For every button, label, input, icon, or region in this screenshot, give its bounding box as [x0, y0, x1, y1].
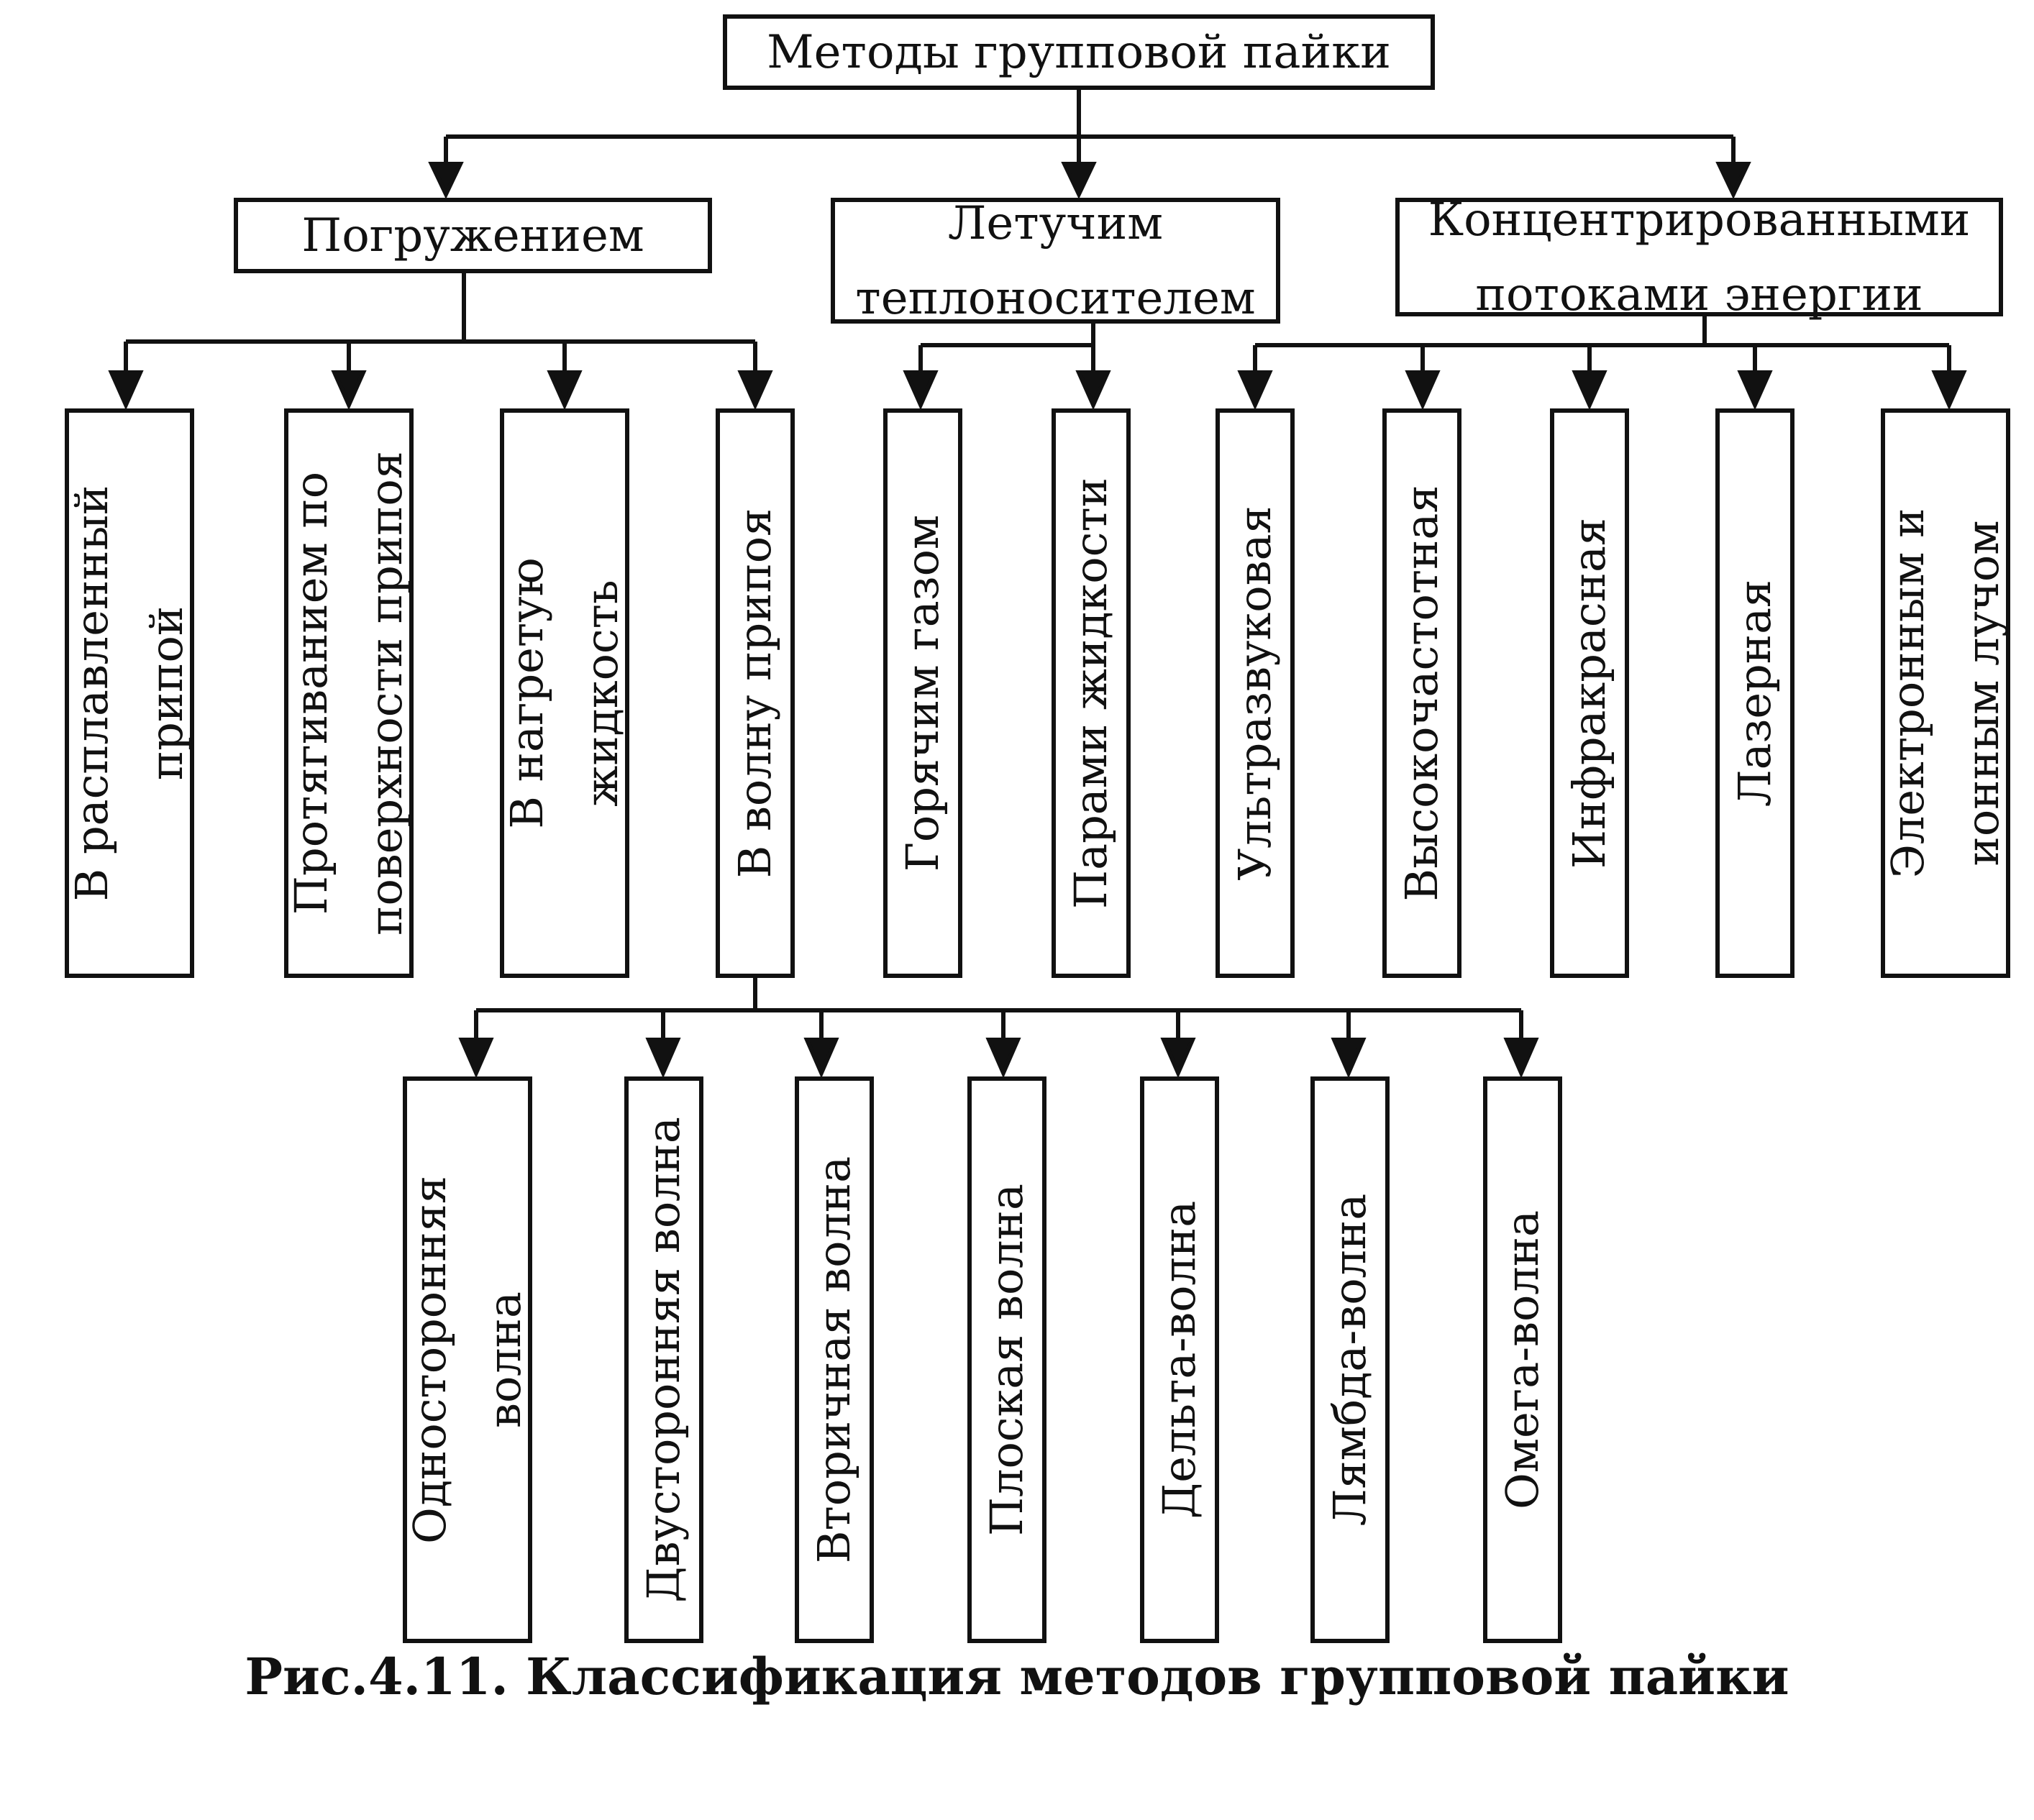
method-solder-wave: В волну припоя [716, 408, 795, 978]
wave-delta: Дельта-волна [1140, 1076, 1219, 1643]
method-drag-over-solder: Протягиванием по поверхности припоя [284, 408, 414, 978]
wave-two-sided: Двусторонняя волна [624, 1076, 703, 1643]
wave-omega: Омега-волна [1483, 1076, 1562, 1643]
root-label: Методы групповой пайки [767, 25, 1391, 79]
wave-lambda: Лямбда-волна [1310, 1076, 1390, 1643]
method-hot-gas: Горячим газом [883, 408, 962, 978]
method-molten-solder-label: В расплавленный припой [65, 485, 193, 902]
figure-caption: Рис.4.11. Классификация методов группово… [245, 1647, 1789, 1706]
method-ultrasonic: Ультразвуковая [1216, 408, 1295, 978]
root-node: Методы групповой пайки [723, 14, 1435, 90]
category-volatile-carrier: Летучим теплоносителем [831, 197, 1280, 325]
category-volatile-carrier-label: Летучим теплоносителем [855, 196, 1256, 325]
method-laser-label: Лазерная [1728, 579, 1781, 808]
wave-secondary: Вторичная волна [795, 1076, 874, 1643]
method-electron-ion-beam: Электронным и ионным лучом [1881, 408, 2010, 978]
method-high-frequency: Высокочастотная [1382, 408, 1461, 978]
category-concentrated-energy: Концентрированными потоками энергии [1395, 193, 2003, 321]
category-immersion-label: Погружением [301, 209, 644, 262]
method-laser: Лазерная [1715, 408, 1794, 978]
category-concentrated-energy-label: Концентрированными потоками энергии [1428, 193, 1971, 321]
category-immersion: Погружением [234, 198, 712, 273]
method-heated-liquid: В нагретую жидкость [500, 408, 629, 978]
wave-flat: Плоская волна [967, 1076, 1046, 1643]
method-molten-solder: В расплавленный припой [65, 408, 194, 978]
method-electron-ion-beam-label: Электронным и ионным лучом [1882, 508, 2009, 879]
wave-one-sided: Односторонняя волна [403, 1076, 532, 1643]
method-infrared: Инфракрасная [1550, 408, 1629, 978]
method-liquid-vapor: Парами жидкости [1052, 408, 1131, 978]
connector-lines [108, 90, 1967, 1079]
